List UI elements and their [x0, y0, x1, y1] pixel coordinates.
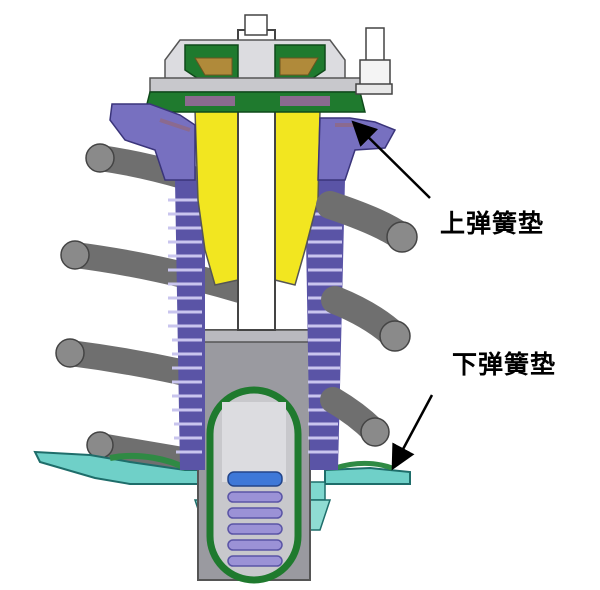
top-mount [144, 39, 381, 113]
coil-spring-front [316, 191, 418, 447]
upper-seat-pointer-arrow [351, 120, 431, 199]
lower-seat-pointer-arrow [391, 394, 434, 471]
mounting-stud [355, 27, 393, 95]
inner-spring [227, 471, 283, 567]
lower-spring-seat-label: 下弹簧垫 [452, 350, 557, 379]
upper-spring-seat-label: 上弹簧垫 [440, 209, 545, 238]
